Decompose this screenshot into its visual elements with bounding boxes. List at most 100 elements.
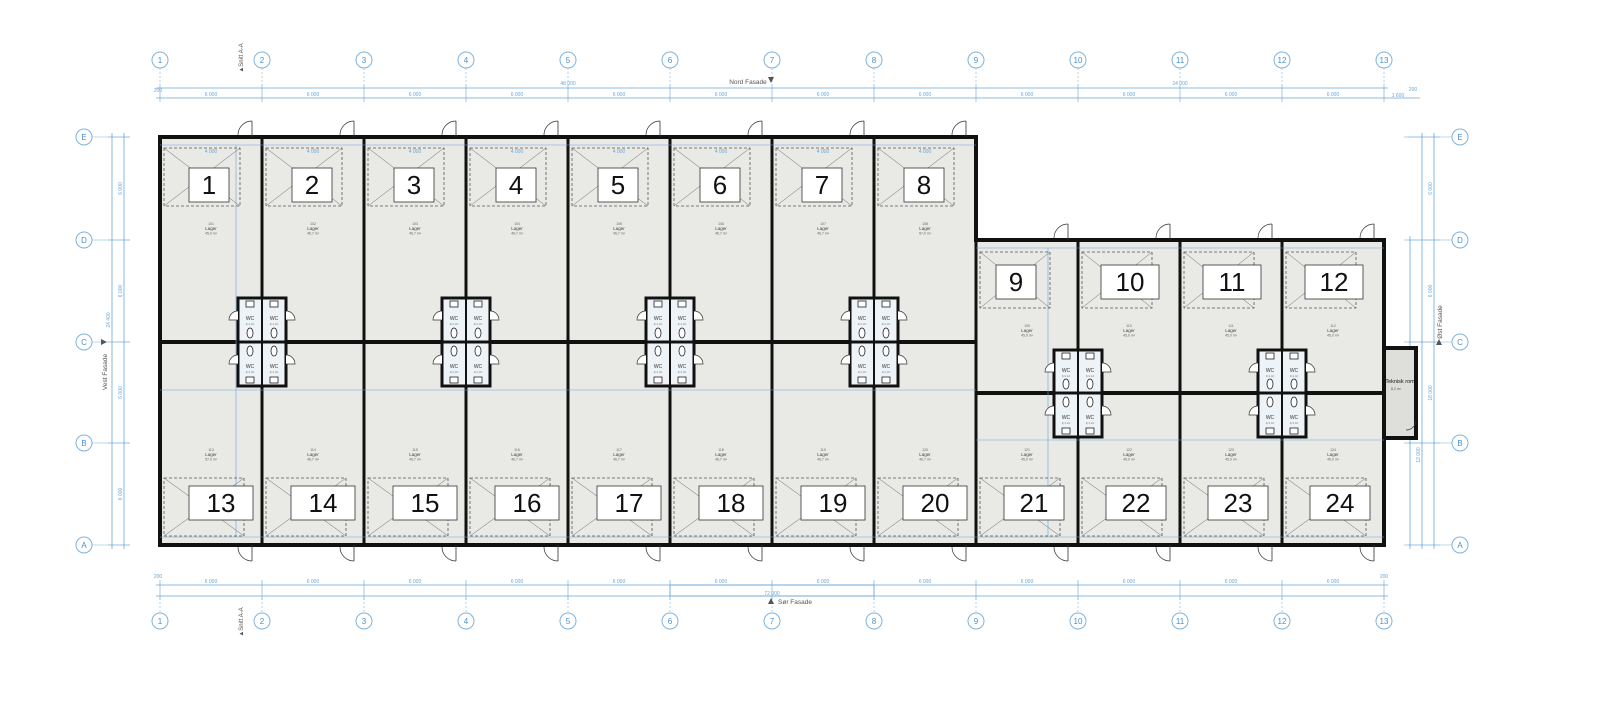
dimension-text: 6 000 — [1327, 92, 1340, 98]
unit-number-box — [995, 264, 1037, 300]
grid-label-5: 5 — [566, 56, 571, 65]
toilet-icon — [678, 345, 686, 357]
room-id: 117 — [616, 448, 622, 452]
dimension-text: 6 000 — [1021, 579, 1034, 585]
loading-zone — [979, 477, 1061, 537]
door-swing-icon — [1044, 362, 1055, 373]
sink-icon — [857, 300, 867, 308]
unit-number: 7 — [815, 170, 829, 200]
door-swing-icon — [645, 120, 661, 136]
sink-icon — [269, 300, 279, 308]
room-area: 45,0 m² — [1123, 334, 1136, 338]
door-swing-icon — [897, 354, 908, 365]
dimension-text: 6 000 — [1225, 92, 1238, 98]
grid-bubble-9 — [967, 612, 985, 630]
grid-label-1: 1 — [158, 56, 163, 65]
room-id: 118 — [718, 448, 724, 452]
unit-number-box — [188, 167, 230, 203]
room-id: 116 — [514, 448, 520, 452]
toilet-icon — [450, 345, 458, 357]
grid-label-5: 5 — [566, 617, 571, 626]
grid-label-1: 1 — [158, 617, 163, 626]
dimension-text: 200 — [154, 88, 163, 94]
room-id: 120 — [922, 448, 928, 452]
unit-number-box — [495, 167, 537, 203]
room-area: 46,7 m² — [307, 458, 320, 462]
grid-label-8: 8 — [872, 56, 877, 65]
door-swing-icon — [1053, 223, 1069, 239]
door-swing-icon — [636, 310, 647, 321]
loading-zone — [571, 147, 649, 207]
dimension-text: 6 000 — [205, 92, 218, 98]
room-name: Lager — [715, 452, 727, 457]
door-swing-icon — [1155, 546, 1171, 562]
dimension-text: 4 000 — [307, 149, 320, 155]
loading-zone — [775, 477, 857, 537]
door-swing-icon — [747, 120, 763, 136]
facade-label-south: Sør Fasade — [778, 599, 812, 606]
room-name: Lager — [919, 452, 931, 457]
dimension-text: 4 000 — [817, 149, 830, 155]
sink-icon — [449, 376, 459, 384]
dimension-text: 4 000 — [715, 149, 728, 155]
door-swing-icon — [228, 310, 239, 321]
wc-label: WC — [858, 364, 867, 370]
grid-label-C: C — [1457, 338, 1463, 347]
wc-label: WC — [474, 364, 483, 370]
grid-bubble-3 — [355, 612, 373, 630]
unit-number-box — [801, 167, 843, 203]
wc-label: WC — [654, 364, 663, 370]
toilet-icon — [246, 327, 254, 339]
wc-label: WC — [246, 316, 255, 322]
grid-label-11: 11 — [1176, 56, 1185, 65]
toilet-icon — [246, 345, 254, 357]
room-id: 112 — [1330, 324, 1336, 328]
room-name: Lager — [205, 452, 217, 457]
wc-label: WC — [858, 316, 867, 322]
unit-number: 12 — [1320, 267, 1349, 297]
loading-zone — [265, 147, 343, 207]
loading-zone — [673, 477, 755, 537]
loading-zone — [673, 147, 751, 207]
grid-label-D: D — [81, 236, 87, 245]
loading-zone — [1183, 477, 1265, 537]
toilet-icon — [1062, 396, 1070, 408]
room-id: 110 — [1126, 324, 1132, 328]
door-swing-icon — [747, 546, 763, 562]
dimension-text: 6 000 — [715, 579, 728, 585]
grid-label-13: 13 — [1380, 617, 1389, 626]
wc-area: 3,1 m² — [678, 322, 687, 326]
room-id: 103 — [412, 222, 418, 226]
grid-label-3: 3 — [362, 617, 367, 626]
facade-label-north: Nord Fasade — [729, 79, 767, 86]
room-area: 45,0 m² — [1225, 334, 1238, 338]
room-name: Lager — [1327, 452, 1339, 457]
dimension-text: 4 000 — [205, 149, 218, 155]
unit-number: 4 — [509, 170, 523, 200]
door-swing-icon — [285, 354, 296, 365]
grid-label-12: 12 — [1278, 617, 1287, 626]
door-swing-icon — [228, 354, 239, 365]
unit-number-box — [291, 167, 333, 203]
sink-icon — [1289, 427, 1299, 435]
toilet-icon — [1290, 378, 1298, 390]
unit-number: 21 — [1020, 488, 1049, 518]
facade-label-east: Øst Fasade — [1437, 305, 1444, 339]
sink-icon — [473, 300, 483, 308]
sink-icon — [473, 376, 483, 384]
door-swing-icon — [1101, 405, 1112, 416]
room-area: 45,0 m² — [1327, 334, 1340, 338]
room-id: 105 — [616, 222, 622, 226]
unit-number: 24 — [1326, 488, 1355, 518]
unit-number-box — [1100, 264, 1160, 300]
room-id: 122 — [1126, 448, 1132, 452]
unit-number: 8 — [917, 170, 931, 200]
toilet-icon — [450, 327, 458, 339]
room-name: Lager — [511, 452, 523, 457]
door-swing-icon — [543, 120, 559, 136]
room-id: 113 — [208, 448, 214, 452]
unit-number: 3 — [407, 170, 421, 200]
grid-bubble-13 — [1375, 612, 1393, 630]
door-swing-icon — [636, 354, 647, 365]
